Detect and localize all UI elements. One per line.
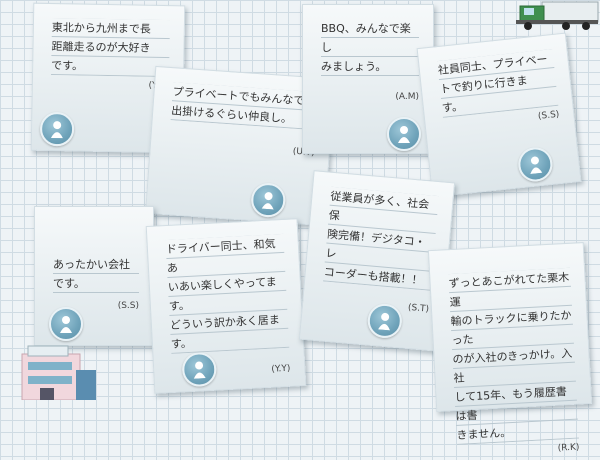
person-avatar-icon (366, 302, 404, 340)
person-avatar-icon (39, 111, 75, 147)
note-author: (Y.H) (51, 79, 168, 91)
testimonial-note-yh: 東北から九州まで長 距離走るのが大好き です。 (Y.H) (30, 2, 186, 154)
person-avatar-icon (516, 145, 555, 184)
testimonial-note-yy: ドライバー同士、和気あ いあい楽しくやってます。 どういう訳か永く居ます。 (Y… (145, 218, 307, 394)
note-author: (U.T) (169, 138, 315, 159)
person-avatar-icon (181, 351, 218, 388)
person-avatar-icon (387, 117, 421, 151)
note-text: 従業員が多く、社会保 険完備！デジタコ・レ コーダーも搭載！！ (323, 186, 439, 291)
office-building-illustration (21, 345, 96, 400)
note-text: BBQ、みんなで楽し みましょう。 (321, 19, 419, 76)
testimonial-note-ut: プライベートでもみんなで 出掛けるぐらい仲良し。 (U.T) (145, 65, 335, 227)
testimonial-note-rk: ずっとあこがれてた栗木運 輸のトラックに乗りたかった のが入社のきっかけ。入社 … (427, 242, 593, 454)
note-text: あったかい会社です。 (53, 255, 139, 293)
note-text: プライベートでもみんなで 出掛けるぐらい仲良し。 (170, 82, 319, 131)
testimonial-note-ss-1: 社員同士、プライベー トで釣りに行きま す。 (S.S) (416, 32, 582, 198)
note-author: (S.S) (117, 301, 139, 311)
person-avatar-icon (49, 307, 83, 341)
truck-illustration (516, 1, 599, 30)
note-text: 社員同士、プライベー トで釣りに行きま す。 (437, 49, 559, 118)
note-text: 東北から九州まで長 距離走るのが大好き です。 (51, 18, 171, 78)
note-author: (A.M) (395, 92, 419, 102)
note-text: ドライバー同士、和気あ いあい楽しくやってます。 どういう訳か永く居ます。 (165, 233, 290, 354)
note-author: (R.K) (557, 442, 580, 454)
testimonial-note-st: 従業員が多く、社会保 険完備！デジタコ・レ コーダーも搭載！！ (S.T) (298, 170, 456, 352)
person-avatar-icon (250, 181, 287, 219)
testimonial-note-am: BBQ、みんなで楽し みましょう。 (A.M) (302, 4, 434, 154)
testimonial-note-ss-2: あったかい会社です。 (S.S) (34, 206, 154, 346)
note-text: ずっとあこがれてた栗木運 輸のトラックに乗りたかった のが入社のきっかけ。入社 … (448, 267, 579, 445)
